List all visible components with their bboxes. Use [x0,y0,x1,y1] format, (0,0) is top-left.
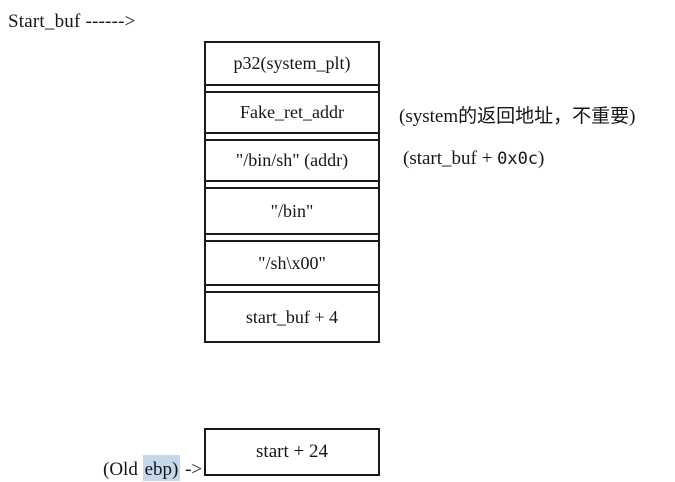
annotation-offset-suffix: ) [538,148,545,169]
stack-cell-binsh-addr: "/bin/sh" (addr) [206,139,378,182]
stack-cell-sh-string: "/sh\x00" [206,240,378,286]
stack-box: p32(system_plt) Fake_ret_addr "/bin/sh" … [204,41,380,343]
annotation-system-return-address: (system的返回地址，不重要) [399,106,636,127]
stack-cell-label: "/sh\x00" [258,252,326,273]
stack-cell-system-plt: p32(system_plt) [206,41,378,86]
old-ebp-box: start + 24 [204,428,380,476]
old-ebp-label: (Old ebp) -> [84,437,202,482]
stack-cell-start-buf-plus-4: start_buf + 4 [206,291,378,343]
ebp-selection-highlight: ebp) [142,455,181,481]
stack-cell-label: "/bin" [270,200,314,221]
stack-cell-label: Fake_ret_addr [240,102,344,122]
old-ebp-label-prefix: (Old [103,459,143,480]
stack-cell-fake-ret-addr: Fake_ret_addr [206,91,378,134]
old-ebp-label-arrow: -> [180,459,203,480]
stack-cell-bin-string: "/bin" [206,187,378,235]
annotation-offset-prefix: (start_buf + [403,148,498,169]
stack-cell-label: p32(system_plt) [233,53,351,73]
annotation-start-buf-offset: (start_buf + 0x0c) [403,148,544,170]
old-ebp-box-label: start + 24 [256,441,328,462]
start-buf-pointer-label: Start_buf ------> [8,11,136,32]
stack-cell-label: start_buf + 4 [245,306,339,327]
annotation-offset-code: 0x0c [497,149,539,169]
stack-cell-label: "/bin/sh" (addr) [235,150,349,170]
